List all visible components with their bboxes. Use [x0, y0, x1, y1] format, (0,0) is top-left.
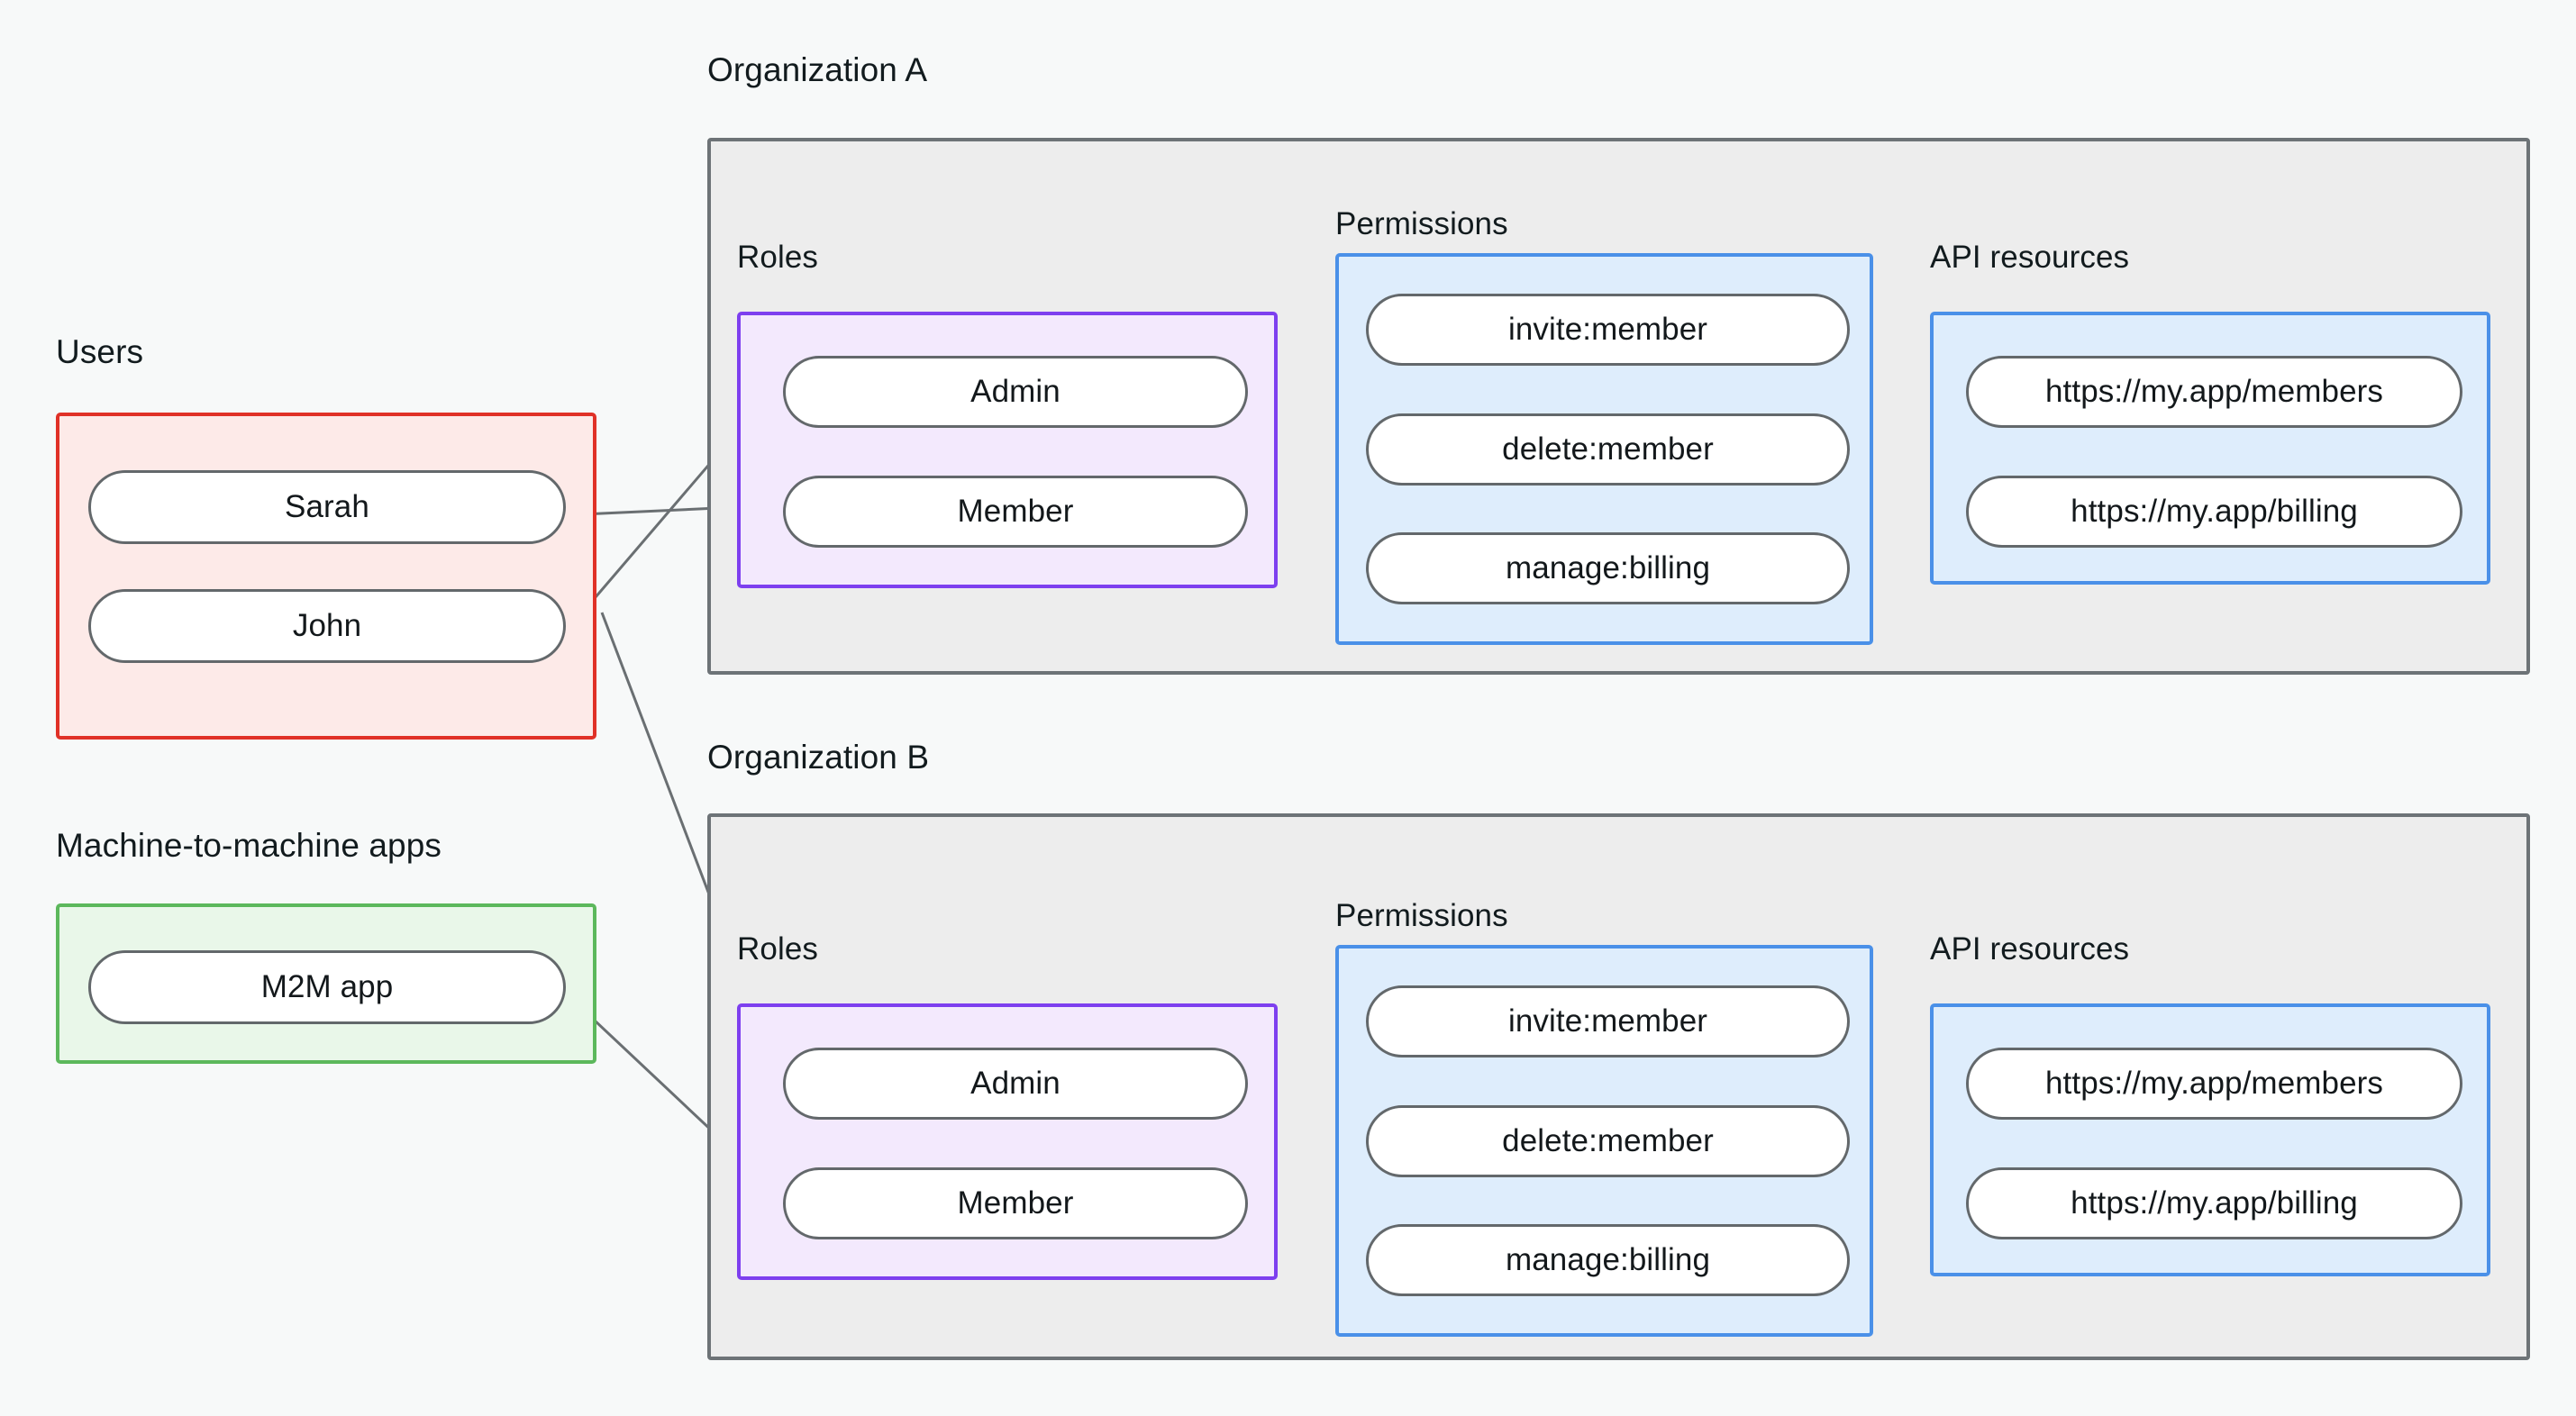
- orgB-permission-pill-delete-member[interactable]: delete:member: [1366, 1105, 1850, 1177]
- organization-b-panel: Roles Admin Member Permissions invite:me…: [707, 813, 2530, 1360]
- orgA-api-pill-members[interactable]: https://my.app/members: [1966, 356, 2462, 428]
- orgB-api-pill-billing[interactable]: https://my.app/billing: [1966, 1167, 2462, 1239]
- orgB-api-resources-group: https://my.app/members https://my.app/bi…: [1930, 1003, 2490, 1276]
- orgB-role-pill-admin[interactable]: Admin: [783, 1048, 1248, 1120]
- orgB-roles-label: Roles: [737, 931, 818, 967]
- user-pill-sarah[interactable]: Sarah: [88, 470, 566, 544]
- organization-a-label: Organization A: [707, 51, 928, 88]
- m2m-pill-app[interactable]: M2M app: [88, 950, 566, 1024]
- orgA-permission-pill-delete-member[interactable]: delete:member: [1366, 413, 1850, 486]
- organization-b-label: Organization B: [707, 739, 930, 776]
- orgB-permission-pill-manage-billing[interactable]: manage:billing: [1366, 1224, 1850, 1296]
- orgB-permission-pill-invite-member[interactable]: invite:member: [1366, 985, 1850, 1057]
- orgA-api-resources-label: API resources: [1930, 240, 2130, 275]
- orgA-permissions-label: Permissions: [1335, 206, 1508, 241]
- orgB-role-pill-member[interactable]: Member: [783, 1167, 1248, 1239]
- orgB-roles-group: Admin Member: [737, 1003, 1278, 1280]
- orgA-role-pill-member[interactable]: Member: [783, 476, 1248, 548]
- orgA-api-pill-billing[interactable]: https://my.app/billing: [1966, 476, 2462, 548]
- orgA-permission-pill-invite-member[interactable]: invite:member: [1366, 294, 1850, 366]
- m2m-group: M2M app: [56, 903, 596, 1064]
- orgB-api-pill-members[interactable]: https://my.app/members: [1966, 1048, 2462, 1120]
- orgB-permissions-label: Permissions: [1335, 898, 1508, 933]
- orgB-permissions-group: invite:member delete:member manage:billi…: [1335, 945, 1873, 1337]
- orgA-roles-group: Admin Member: [737, 312, 1278, 588]
- organization-a-panel: Roles Admin Member Permissions invite:me…: [707, 138, 2530, 675]
- orgA-roles-label: Roles: [737, 240, 818, 275]
- users-group: Sarah John: [56, 413, 596, 740]
- orgA-permission-pill-manage-billing[interactable]: manage:billing: [1366, 532, 1850, 604]
- users-group-label: Users: [56, 333, 144, 370]
- orgA-permissions-group: invite:member delete:member manage:billi…: [1335, 253, 1873, 645]
- m2m-group-label: Machine-to-machine apps: [56, 827, 442, 864]
- orgA-api-resources-group: https://my.app/members https://my.app/bi…: [1930, 312, 2490, 585]
- user-pill-john[interactable]: John: [88, 589, 566, 663]
- orgB-api-resources-label: API resources: [1930, 931, 2130, 967]
- orgA-role-pill-admin[interactable]: Admin: [783, 356, 1248, 428]
